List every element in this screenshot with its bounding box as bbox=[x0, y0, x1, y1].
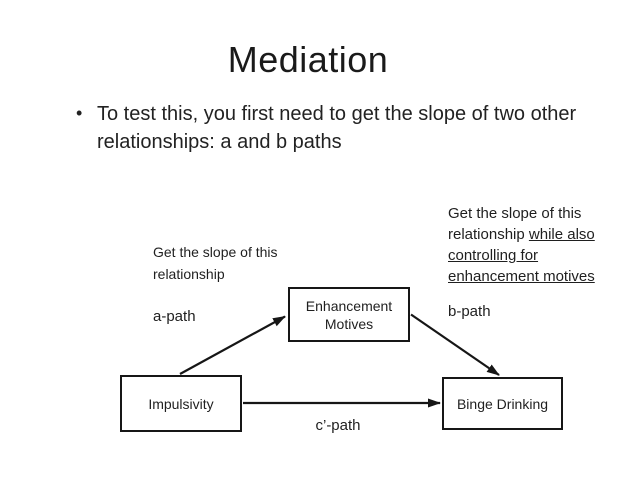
b-path-note-underlined: while also controlling for enhancement m… bbox=[448, 226, 595, 285]
b-path-label: b-path bbox=[448, 303, 491, 320]
b-path-note: Get the slope of this relationship while… bbox=[448, 203, 608, 287]
b-path-note-plain: Get the slope of this relationship bbox=[448, 205, 582, 243]
mediator-box: Enhancement Motives bbox=[288, 287, 410, 342]
a-path-note: Get the slope of this relationship bbox=[153, 244, 278, 282]
outcome-box: Binge Drinking bbox=[442, 377, 563, 430]
a-path-arrow bbox=[179, 315, 286, 375]
predictor-box: Impulsivity bbox=[120, 375, 242, 432]
a-path-label: a-path bbox=[153, 308, 196, 325]
bullet-text: To test this, you first need to get the … bbox=[97, 103, 577, 153]
bullet-item: • To test this, you first need to get th… bbox=[70, 100, 590, 156]
b-path-arrow bbox=[410, 313, 500, 376]
bullet-marker: • bbox=[76, 103, 83, 123]
slide-title: Mediation bbox=[227, 39, 389, 80]
c-path-label: c’-path bbox=[315, 417, 361, 434]
